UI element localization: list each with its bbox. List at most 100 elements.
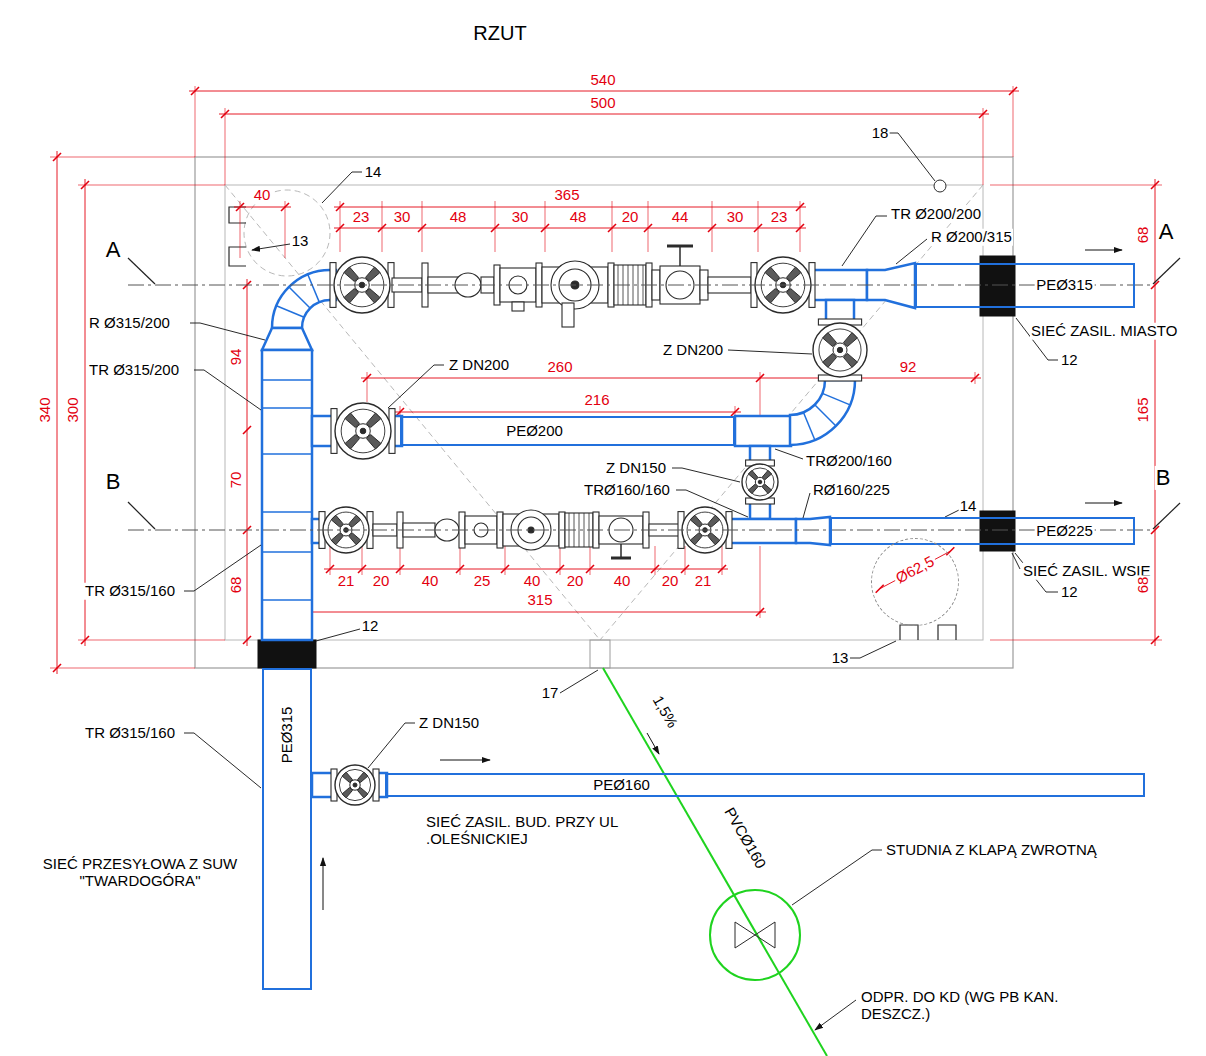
leader-line-part xyxy=(676,490,748,517)
dimension-line-part xyxy=(285,201,286,258)
leader-line xyxy=(184,133,1058,1030)
dimension-line-part xyxy=(990,185,1162,186)
dimension-line-part xyxy=(722,546,723,575)
butterfly-valve-part xyxy=(366,289,380,303)
pipe-segment: PEØ200 xyxy=(400,416,735,446)
dimension-value: 23 xyxy=(770,209,789,226)
dimension-line-part xyxy=(382,201,383,252)
butterfly-valve-part xyxy=(339,769,370,800)
diameter-value: Ø62,5 xyxy=(891,552,938,588)
butterfly-valve-part xyxy=(762,470,771,479)
dimension-line-part xyxy=(243,636,251,644)
flow-arrow-part xyxy=(647,733,659,754)
annotation-text: SIEĆ ZASIL. MIASTO xyxy=(1030,323,1178,340)
dimension-value: 20 xyxy=(372,573,391,590)
dimension-line-part xyxy=(189,91,1019,92)
dimension-value: 48 xyxy=(449,209,468,226)
dimension-value: 315 xyxy=(526,592,553,609)
butterfly-valve-part xyxy=(358,772,368,782)
annotation-text: TR Ø315/160 xyxy=(84,583,176,600)
annotation-text: RØ160/225 xyxy=(812,482,891,499)
leader-line-part xyxy=(194,370,261,410)
section-line-part xyxy=(128,285,1150,286)
pipe-label: PEØ225 xyxy=(1034,522,1095,539)
dimension-value: 68 xyxy=(1135,226,1152,245)
dimension-value: 40 xyxy=(523,573,542,590)
flow-arrow xyxy=(323,250,1122,910)
annotation-text: R Ø315/200 xyxy=(88,315,171,332)
drawing-title: RZUT xyxy=(473,22,526,44)
leader-line-part xyxy=(896,239,927,264)
leader-line-part xyxy=(184,733,261,788)
dimension-value: 20 xyxy=(566,573,585,590)
dimension-line-part xyxy=(400,406,401,416)
pipe-equipment-part xyxy=(620,544,622,558)
drain-pipe-part xyxy=(603,668,827,1056)
leader-line-part xyxy=(190,323,265,340)
dimension-line-part xyxy=(946,547,954,555)
pipe-fitting-part xyxy=(289,287,310,308)
flow-arrow-part xyxy=(323,858,324,910)
butterfly-valve-part xyxy=(762,484,771,493)
annotation-text: TR Ø200/200 xyxy=(890,206,982,223)
annotation-text: TR Ø315/200 xyxy=(88,362,180,379)
flow-arrow-part xyxy=(1085,250,1122,251)
callout-number: 13 xyxy=(291,233,310,250)
flow-arrow-part xyxy=(1085,503,1122,504)
dimension-line-part xyxy=(505,546,506,575)
butterfly-valve-part xyxy=(819,329,861,371)
pipe-fitting-part xyxy=(729,519,796,543)
dimension-line-part xyxy=(195,86,196,157)
pipe-fitting-part xyxy=(815,405,836,426)
chamber-outline-part xyxy=(195,157,1013,668)
pipe-label: PEØ315 xyxy=(278,704,295,765)
dimension-line-part xyxy=(50,668,195,669)
dimension-line-part xyxy=(655,546,656,575)
dimension-line xyxy=(50,86,1162,674)
dimension-line-part xyxy=(800,201,801,252)
dimension-value: 300 xyxy=(65,396,82,423)
dimension-line-part xyxy=(234,207,291,208)
pipe-fitting-part xyxy=(735,416,791,446)
dimension-value: 20 xyxy=(621,209,640,226)
dimension-line-part xyxy=(243,426,251,434)
dimension-line-part xyxy=(78,640,225,641)
dimension-value: 40 xyxy=(253,187,272,204)
annotation-text: STUDNIA Z KLAPĄ ZWROTNĄ xyxy=(885,842,1098,859)
dimension-line-part xyxy=(247,279,248,646)
dimension-line-part xyxy=(975,372,976,384)
leader-line-part xyxy=(815,1000,856,1030)
dimension-value: 20 xyxy=(661,573,680,590)
pipe-fitting-part xyxy=(308,274,319,302)
butterfly-valve-part xyxy=(742,464,778,500)
dimension-line-part xyxy=(50,157,195,158)
dimension-line-part xyxy=(219,114,989,115)
butterfly-valve xyxy=(813,319,867,381)
callout-number: 17 xyxy=(541,685,560,702)
dimension-value: 68 xyxy=(228,576,245,595)
pipe-equipment-part xyxy=(611,557,631,560)
butterfly-valve-part xyxy=(345,435,359,449)
callout-number: 12 xyxy=(1060,352,1079,369)
section-mark: A xyxy=(105,238,122,262)
dimension-line-part xyxy=(334,228,806,229)
manhole-outline: Ø62,5 xyxy=(871,538,959,626)
drain-pipe xyxy=(603,668,827,1056)
annotation-text: TR Ø315/160 xyxy=(84,725,176,742)
dimension-line-part xyxy=(78,185,225,186)
leader-line-part xyxy=(775,449,803,459)
drain-pipe-part xyxy=(710,890,800,980)
butterfly-valve-part xyxy=(765,289,779,303)
pipe-fitting-part xyxy=(262,379,312,381)
pipe-fitting-part xyxy=(276,306,304,317)
dimension-line-part xyxy=(85,179,86,646)
pipe-label: PEØ200 xyxy=(504,422,565,439)
butterfly-valve-part xyxy=(360,428,366,434)
butterfly-valve-part xyxy=(837,347,842,352)
section-line-part xyxy=(128,502,155,529)
annotation-text: Z DN150 xyxy=(605,460,667,477)
chamber-outline-part xyxy=(225,185,983,640)
annotation-text: TRØ200/160 xyxy=(805,453,893,470)
pipe-equipment-part xyxy=(638,265,639,305)
